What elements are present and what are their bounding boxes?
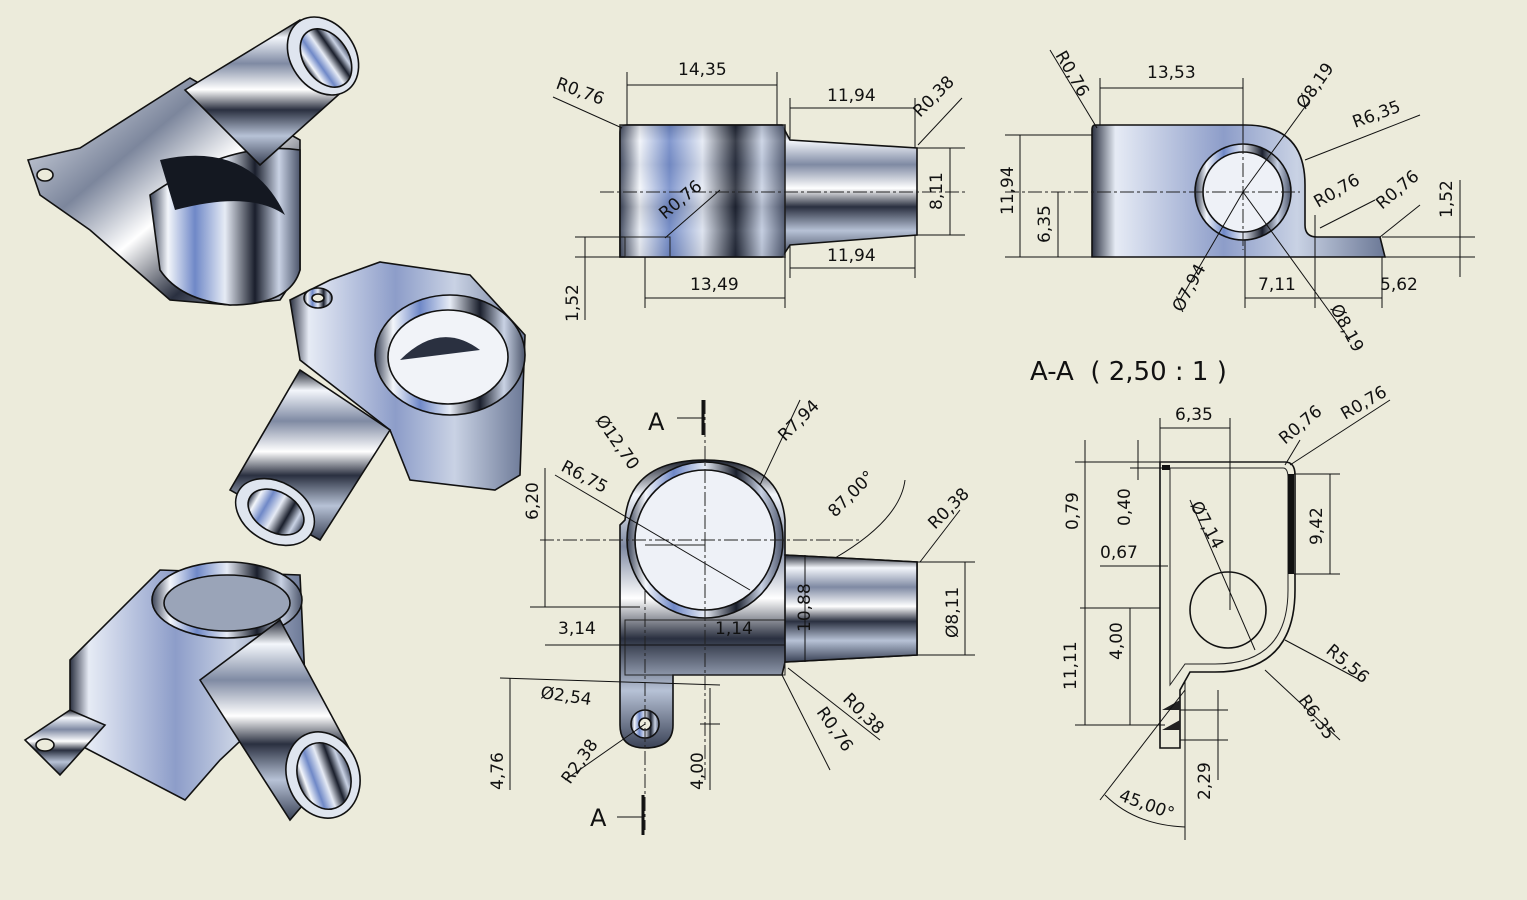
iso-render-bottom [23,561,361,822]
section-arrow-bottom: A [590,804,607,832]
side-dim-3: Ø8,19 [1293,59,1339,112]
side-dim-12: 5,62 [1380,275,1418,295]
top-dim-2: R7,94 [774,396,823,445]
top-dim-8: Ø8,11 [943,587,963,638]
sec-dim-3: R0,76 [1338,382,1391,424]
iso-render-top [26,16,360,306]
sec-dim-6: Ø7,14 [1186,498,1228,553]
front-view [552,72,965,320]
top-dim-4: 87,00° [824,467,879,522]
front-dim-8: 13,49 [690,275,739,295]
top-dim-14: R2,38 [558,736,603,788]
top-dim-10: 1,14 [715,619,753,639]
sec-dim-8: 0,67 [1100,543,1138,563]
front-dim-4: R0,38 [909,72,958,121]
side-dim-1: R0,76 [1051,48,1093,101]
side-dim-7: R0,76 [1311,170,1364,212]
top-dim-1: Ø12,70 [591,411,643,473]
side-dim-4: R6,35 [1350,97,1404,133]
top-dim-7: 10,88 [795,583,815,632]
sec-dim-9: 11,11 [1061,641,1081,690]
sec-dim-12: R6,35 [1294,691,1339,743]
sec-dim-7: 9,42 [1307,507,1327,545]
top-dim-3: R6,75 [558,457,611,498]
side-view [1005,49,1475,341]
top-dim-5: 6,20 [523,482,543,520]
top-dim-11: Ø2,54 [539,683,593,710]
sec-dim-5: 0,40 [1115,488,1135,526]
top-dim-16: 4,00 [688,752,708,790]
front-dim-9: 1,52 [563,284,583,322]
front-dim-7: 11,94 [827,246,876,266]
top-dim-9: 3,14 [558,619,596,639]
top-dim-15: 4,76 [488,752,508,790]
section-view [1075,399,1391,840]
sec-dim-2: R0,76 [1275,402,1326,449]
sec-dim-4: 0,79 [1063,492,1083,530]
side-dim-8: R0,76 [1372,167,1423,214]
sec-dim-14: 2,29 [1195,762,1215,800]
section-title: A-A ( 2,50 : 1 ) [1030,357,1227,387]
top-view [499,399,975,835]
sec-dim-10: 4,00 [1107,622,1127,660]
section-arrow-top: A [648,408,665,436]
side-dim-13: Ø8,19 [1326,301,1368,356]
sec-dim-13: 45,00° [1116,786,1177,824]
front-dim-6: 8,11 [927,172,947,210]
front-dim-1: 14,35 [678,60,727,80]
front-dim-2: 11,94 [827,86,876,106]
sec-dim-1: 6,35 [1175,405,1213,425]
side-dim-9: 1,52 [1437,180,1457,218]
top-dim-6: R0,38 [924,484,973,533]
iso-render-middle [228,261,526,547]
side-dim-2: 13,53 [1147,63,1196,83]
side-dim-10: Ø7,94 [1169,261,1211,316]
side-dim-6: 6,35 [1035,205,1055,243]
side-dim-5: 11,94 [998,166,1018,215]
front-dim-3: R0,76 [553,74,607,110]
side-dim-11: 7,11 [1258,275,1296,295]
